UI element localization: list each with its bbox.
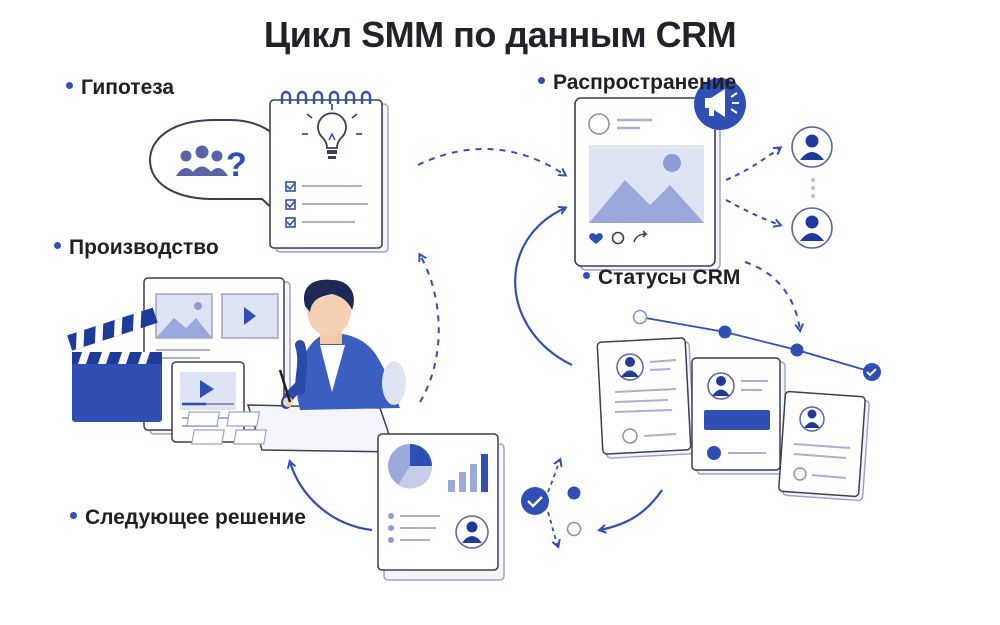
crm-statuses-illustration [596, 309, 881, 502]
crm-card-icon [778, 390, 870, 502]
question-mark-icon: ? [226, 146, 247, 184]
step-label-text: Гипотеза [81, 76, 175, 99]
arrow-crm-to-decision [600, 489, 663, 530]
bullet-dot [66, 81, 73, 89]
play-icon [244, 307, 256, 325]
page-title: Цикл SMM по данным CRM [263, 14, 737, 55]
bullet-dot [538, 76, 545, 84]
social-post-icon [574, 97, 721, 271]
checkmark-icon [521, 487, 549, 515]
user-avatar-icon [791, 126, 833, 168]
cycle-arrows [290, 148, 800, 532]
notepad-icon [269, 90, 389, 253]
arrow-crm-loop-to-post [514, 208, 573, 366]
step-label-text: Статусы CRM [598, 266, 741, 289]
checkbox-icon [285, 181, 296, 228]
step-label-hypothesis: Гипотеза [66, 76, 174, 100]
bullet-dot [583, 271, 590, 279]
lightbulb-icon [302, 104, 362, 159]
crm-card-icon [691, 357, 786, 475]
arrow-decision-to-production [290, 462, 373, 532]
clapperboard-icon [67, 307, 162, 422]
bar-chart-icon [448, 454, 488, 492]
step-label-next-decision: Следующее решение [70, 506, 306, 530]
comment-icon [611, 231, 625, 245]
hypothesis-illustration: ? [148, 90, 389, 253]
play-icon [200, 380, 214, 398]
designer-person-icon [278, 279, 406, 410]
bullet-dot [54, 241, 61, 249]
step-label-text: Распространение [553, 71, 737, 94]
heart-icon [589, 233, 603, 244]
user-avatar-icon [791, 207, 833, 249]
arrow-distribution-to-crm [744, 261, 800, 330]
crm-card-icon [596, 337, 696, 459]
production-illustration [67, 277, 406, 453]
step-label-text: Следующее решение [85, 506, 306, 529]
megaphone-icon [694, 78, 746, 130]
share-icon [633, 230, 648, 243]
speech-bubble-icon [148, 119, 289, 216]
step-label-text: Производство [69, 236, 219, 259]
next-decision-illustration [377, 433, 582, 581]
crm-status-timeline [632, 309, 881, 381]
step-label-crm-statuses: Статусы CRM [583, 266, 740, 290]
bullet-dot [70, 511, 77, 519]
pie-chart-icon [388, 444, 433, 489]
checkmark-icon [863, 363, 881, 381]
user-avatar-icon [455, 515, 489, 549]
arrow-production-to-hypothesis [420, 255, 440, 403]
people-icon [176, 145, 228, 176]
step-label-production: Производство [54, 236, 219, 260]
distribution-illustration [574, 78, 833, 271]
step-label-distribution: Распространение [538, 71, 736, 95]
arrow-hypothesis-to-distribution [417, 148, 565, 175]
